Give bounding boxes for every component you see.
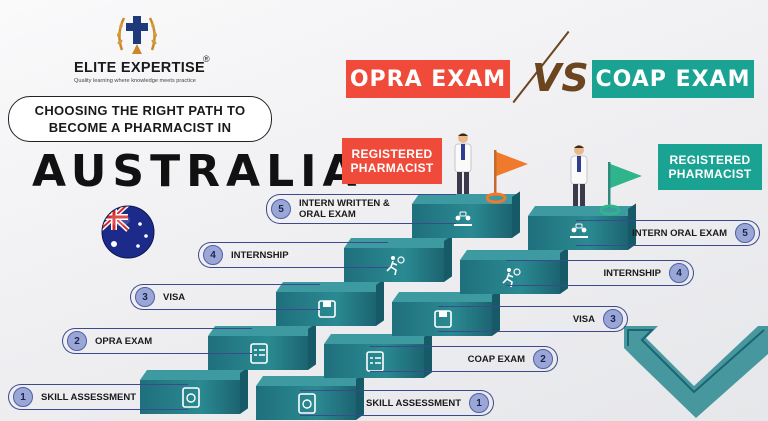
opra-step-block-4 [344, 235, 452, 282]
opra-goal-label: REGISTERED PHARMACIST [342, 138, 442, 184]
brand-tagline: Quality learning where knowledge meets p… [74, 78, 196, 84]
coap-step-4: INTERNSHIP 4 [506, 260, 694, 286]
step-number: 2 [533, 349, 553, 369]
opra-step-block-5 [412, 191, 520, 238]
opra-step-1: 1 SKILL ASSESSMENT [8, 384, 188, 410]
step-label: OPRA EXAM [95, 335, 153, 347]
step-label: SKILL ASSESSMENT [41, 391, 137, 403]
coap-step-3: VISA 3 [438, 306, 628, 332]
step-label: COAP EXAM [467, 353, 525, 365]
step-number: 3 [135, 287, 155, 307]
opra-exam-header: OPRA EXAM [346, 60, 510, 98]
pharmacist-figure-icon [570, 145, 588, 206]
step-number: 4 [203, 245, 223, 265]
opra-step-block-1 [140, 367, 248, 414]
registered-mark: ® [203, 54, 210, 64]
step-label: VISA [163, 291, 186, 303]
stopwatch-runner-icon [386, 256, 405, 276]
opra-step-3: 3 VISA [130, 284, 320, 310]
step-number: 2 [67, 331, 87, 351]
opra-step-2: 2 OPRA EXAM [62, 328, 252, 354]
brand-name: ELITE EXPERTISE [74, 60, 205, 76]
step-label: INTERN ORAL EXAM [632, 227, 727, 239]
step-number: 3 [603, 309, 623, 329]
step-label: INTERNSHIP [603, 267, 661, 279]
headline-text: CHOOSING THE RIGHT PATH TO BECOME A PHAR… [34, 103, 246, 135]
coap-exam-header: COAP EXAM [592, 60, 754, 98]
australia-globe-icon [101, 205, 155, 259]
step-number: 1 [13, 387, 33, 407]
step-number: 4 [669, 263, 689, 283]
headline-box: CHOOSING THE RIGHT PATH TO BECOME A PHAR… [8, 96, 272, 142]
country-title: AUSTRALIA [32, 146, 363, 197]
versus-label: VS [532, 56, 589, 100]
step-label: INTERNSHIP [231, 249, 289, 261]
step-number: 1 [469, 393, 489, 413]
step-number: 5 [271, 199, 291, 219]
opra-step-4: 4 INTERNSHIP [198, 242, 388, 268]
coap-step-5: INTERN ORAL EXAM 5 [576, 220, 760, 246]
up-arrow-decoration [624, 326, 768, 418]
opra-step-5: 5 INTERN WRITTEN & ORAL EXAM [266, 194, 456, 224]
meeting-discussion-icon [454, 211, 472, 226]
step-number: 5 [735, 223, 755, 243]
step-label: VISA [572, 313, 595, 325]
goal-flag-icon [486, 150, 528, 204]
step-label: SKILL ASSESSMENT [365, 397, 461, 409]
pharmacist-figure-icon [454, 133, 472, 194]
coap-goal-label: REGISTERED PHARMACIST [658, 144, 762, 190]
laurel-cross-emblem-icon [116, 16, 158, 54]
step-label: INTERN WRITTEN & ORAL EXAM [299, 198, 390, 220]
coap-step-2: COAP EXAM 2 [370, 346, 558, 372]
coap-step-1: SKILL ASSESSMENT 1 [300, 390, 494, 416]
goal-flag-icon [600, 162, 642, 216]
